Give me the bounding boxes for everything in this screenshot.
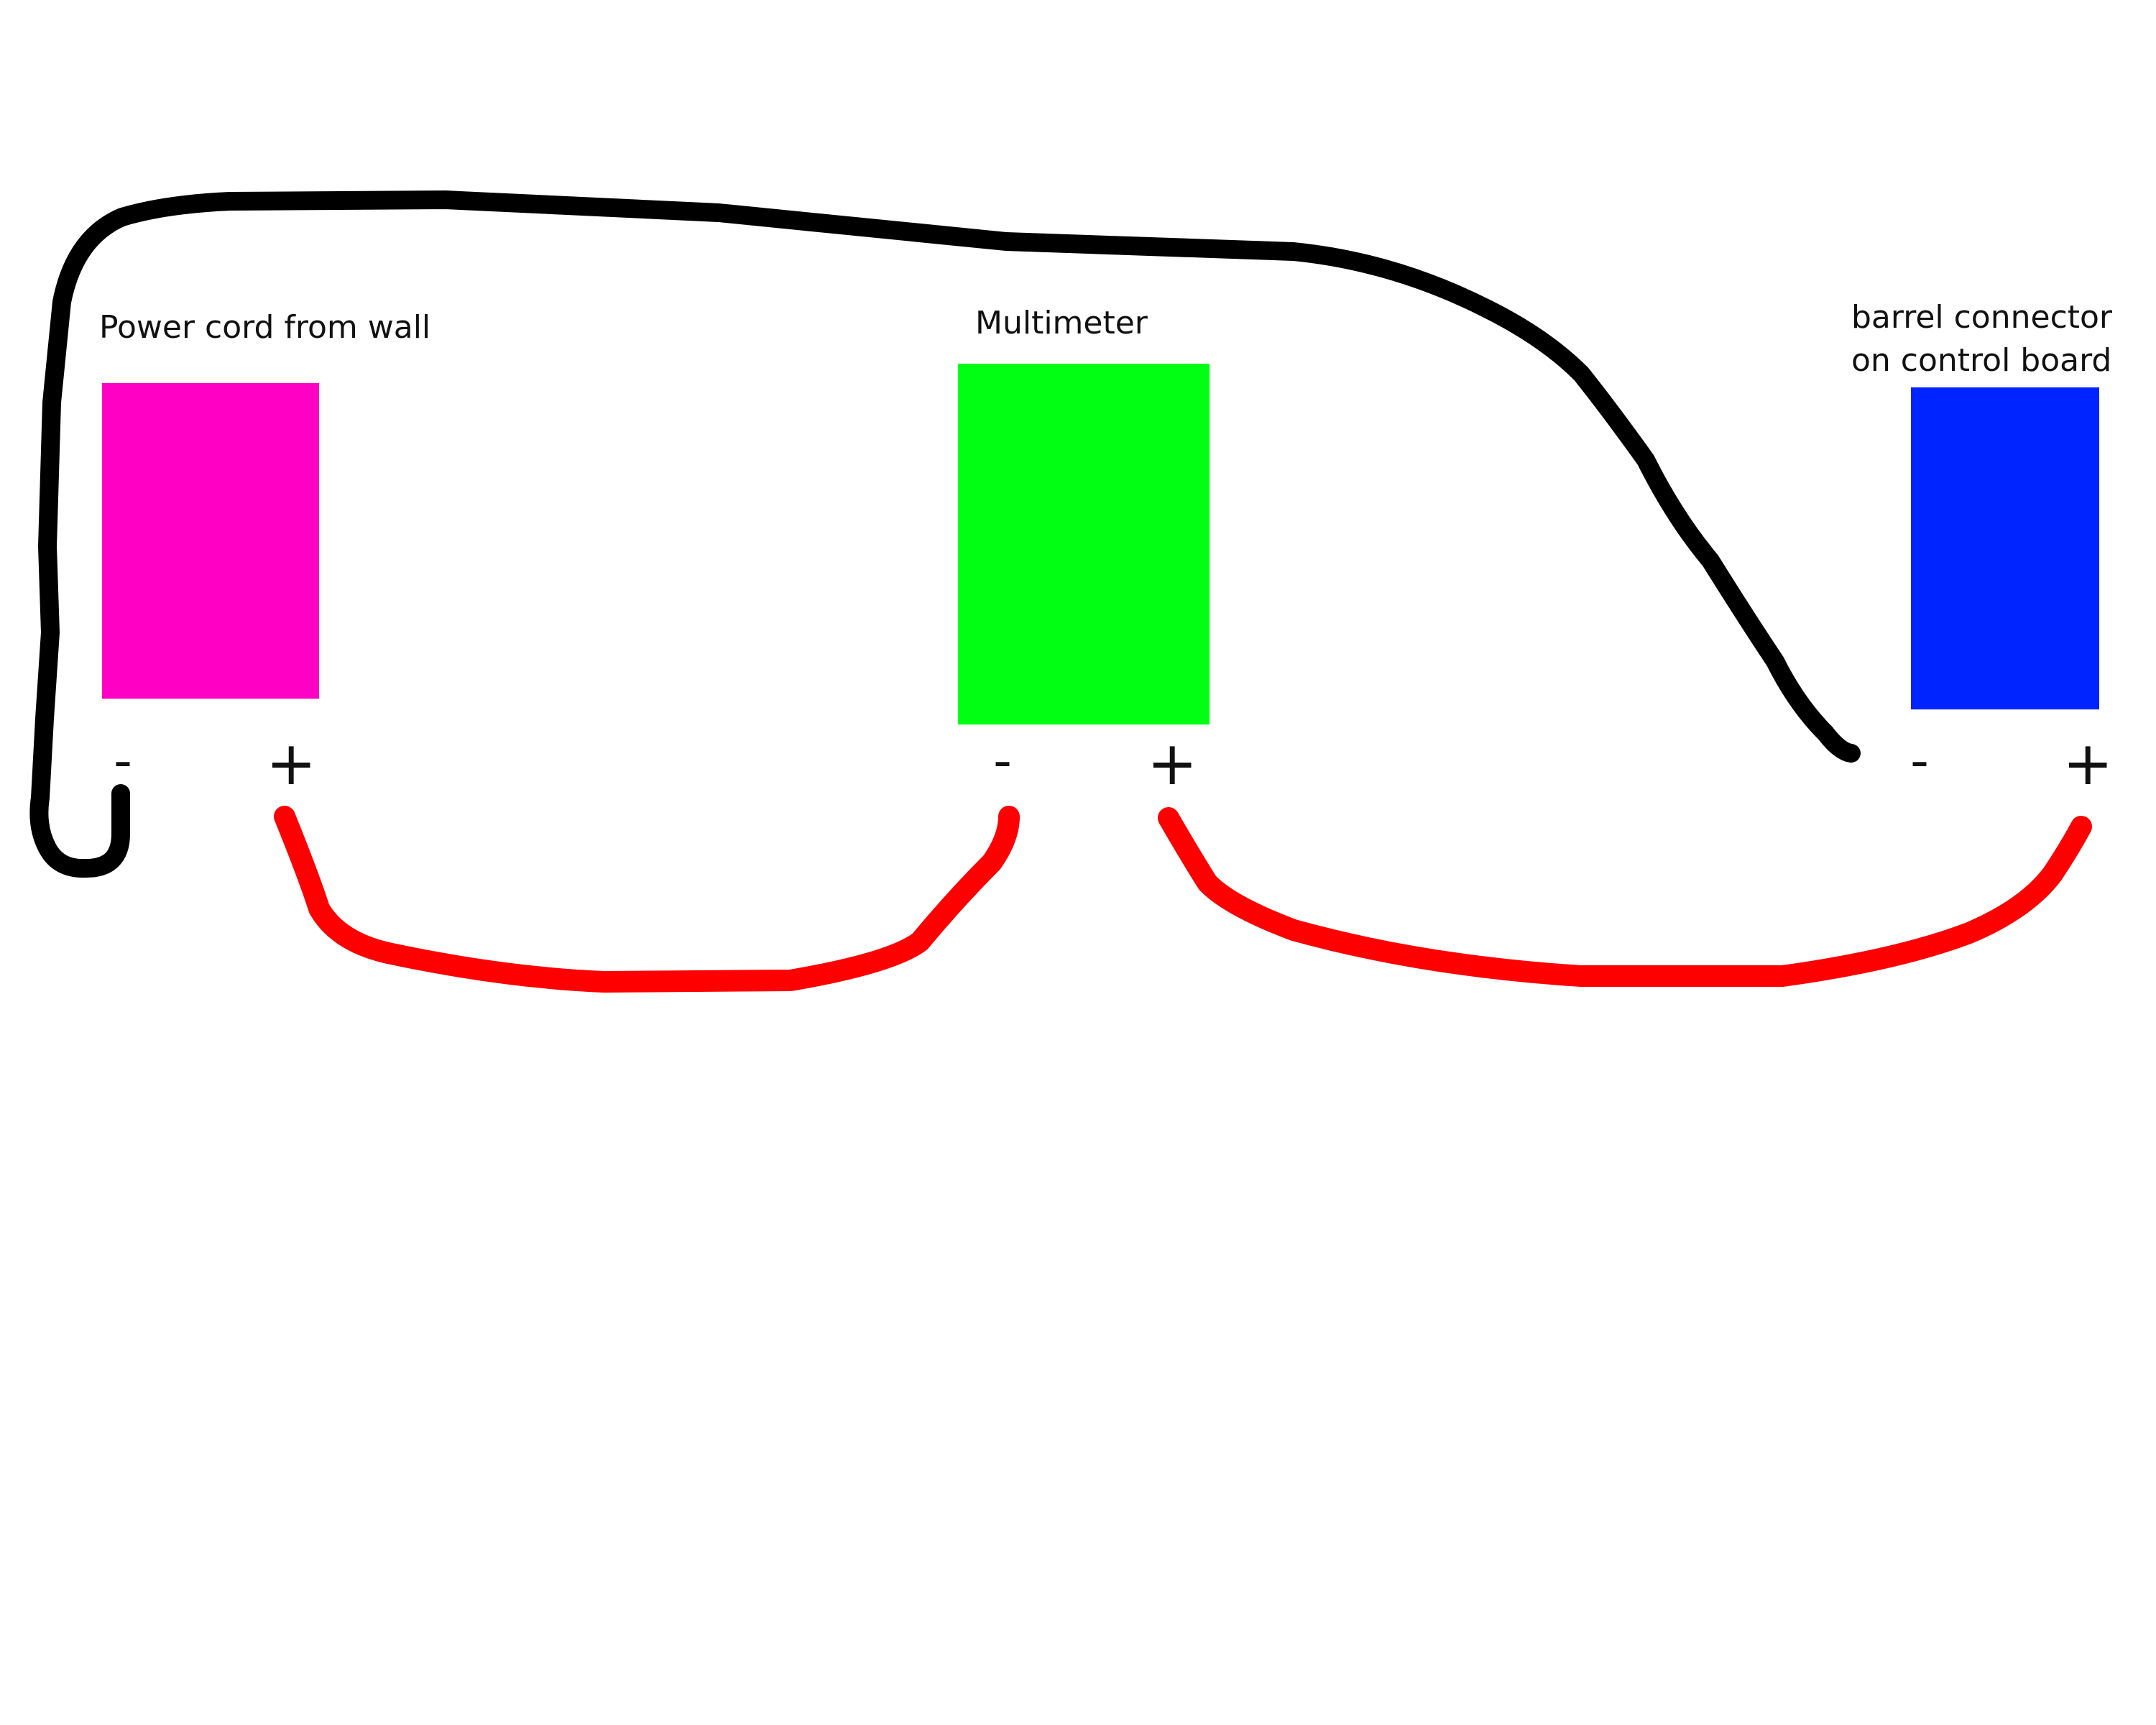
barrel-connector-block [1911, 387, 2099, 709]
barrel-connector-label-line2: on control board [1851, 342, 2112, 379]
red-wire-multimeter-to-barrel [1158, 807, 2092, 987]
red-wire-power-to-multimeter [274, 806, 1020, 993]
barrel-minus-sign: - [1910, 730, 1929, 791]
multimeter-label: Multimeter [975, 305, 1148, 341]
power-cord-label: Power cord from wall [99, 309, 431, 346]
power-cord-block [102, 383, 319, 699]
barrel-connector-label-line1: barrel connector [1851, 299, 2113, 336]
multimeter-block [958, 364, 1210, 724]
barrel-plus-sign: + [2063, 728, 2114, 799]
power-plus-sign: + [266, 728, 317, 799]
power-minus-sign: - [114, 730, 132, 791]
multimeter-plus-sign: + [1147, 728, 1198, 799]
multimeter-minus-sign: - [993, 730, 1012, 791]
black-wire [29, 190, 1861, 878]
